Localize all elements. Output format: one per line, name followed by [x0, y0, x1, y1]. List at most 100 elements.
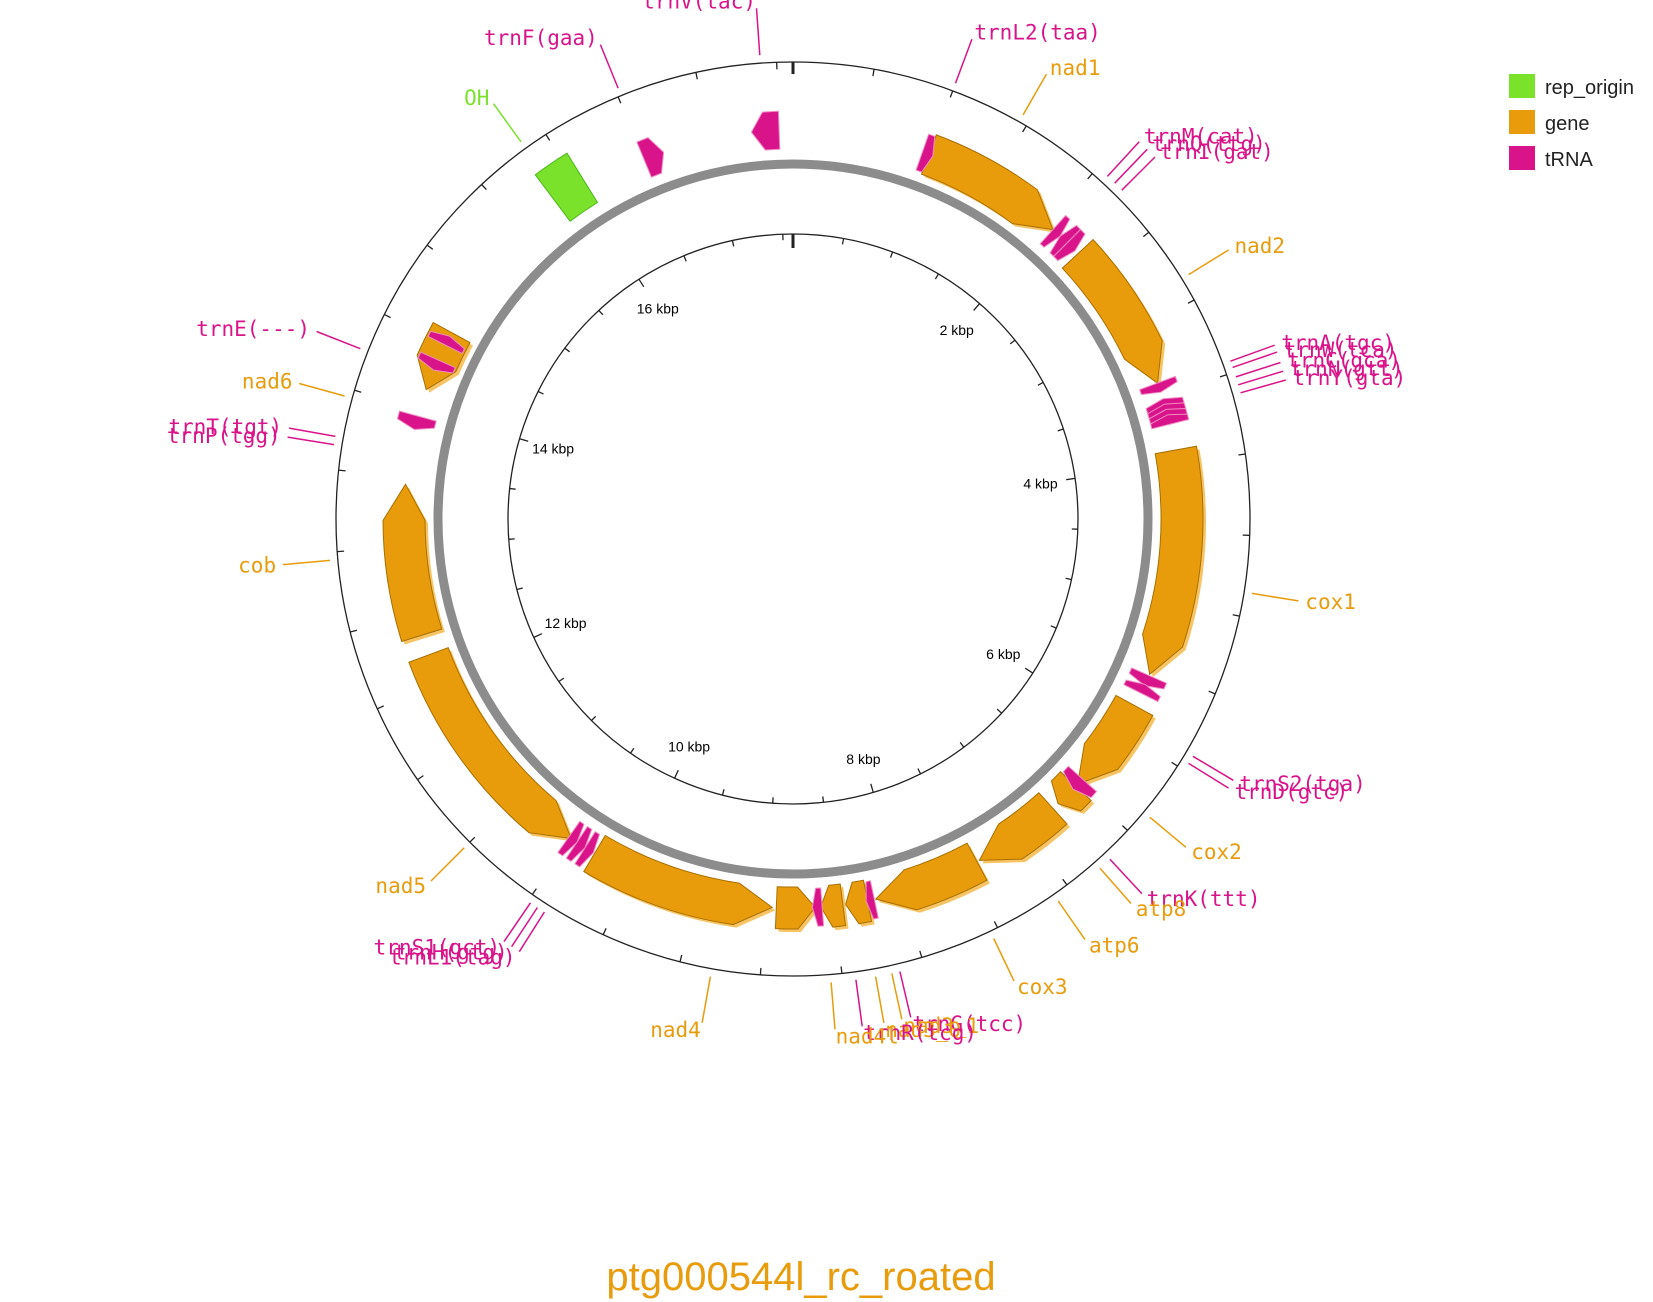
leader-line-nad4: [701, 976, 712, 1024]
trna-trnf-gaa: [636, 137, 665, 178]
leader-line-trnk-ttt: [1109, 858, 1143, 895]
trna-trnd-gtc: [1123, 679, 1161, 703]
kbp-label: 12 kbp: [545, 615, 587, 631]
feature-label-trnv-tac: trnV(tac): [642, 0, 756, 13]
leader-line-trns2-tga: [1192, 755, 1234, 781]
feature-label-trns2-tga: trnS2(tga): [1239, 772, 1365, 796]
leader-line-oh: [492, 103, 522, 143]
inner-tick: [519, 438, 529, 442]
legend-swatch-rep-origin: [1509, 74, 1535, 98]
outer-tick: [417, 775, 424, 781]
inner-tick: [558, 677, 565, 683]
gene-atp6: [978, 792, 1068, 861]
inner-tick: [1024, 667, 1034, 674]
feature-label-trnk-ttt: trnK(ttt): [1147, 887, 1261, 911]
kbp-label: 2 kbp: [940, 322, 974, 338]
feature-label-nad2: nad2: [1235, 234, 1286, 258]
leader-line-trng-tcc: [899, 971, 912, 1018]
feature-label-trnn-gtt: trnN(gtt): [1290, 357, 1404, 381]
feature-label-atp8: atp8: [1136, 897, 1187, 921]
outer-tick: [426, 244, 434, 250]
feature-label-nad5: nad5: [375, 874, 426, 898]
kbp-label: 10 kbp: [668, 738, 710, 754]
leader-line-trnc-gca: [1235, 361, 1281, 378]
leader-line-cox2: [1149, 816, 1187, 848]
feature-label-trnm-cat: trnM(cat): [1144, 125, 1258, 149]
outer-tick: [1187, 299, 1195, 304]
feature-label-nad4l: nad4l: [836, 1024, 899, 1048]
inner-tick: [683, 255, 687, 262]
feature-label-cox1: cox1: [1305, 590, 1356, 614]
trna-trne: [396, 410, 437, 431]
leader-line-trnv-tac: [755, 8, 761, 56]
inner-tick: [1057, 428, 1064, 432]
leader-line-trny-gta: [1240, 379, 1287, 394]
inner-tick: [564, 347, 570, 353]
leader-line-nad6: [299, 382, 345, 397]
trna-trng-tcc: [865, 880, 879, 920]
inner-tick: [889, 251, 894, 258]
gene-nad5: [408, 646, 572, 840]
leader-line-trnh-gtg: [510, 907, 539, 948]
feature-label-trne: trnE(---): [196, 317, 310, 341]
inner-tick: [1050, 625, 1057, 629]
feature-label-trnf-gaa: trnF(gaa): [484, 26, 598, 50]
outer-tick: [1219, 374, 1227, 378]
legend-swatch-gene: [1509, 110, 1535, 134]
leader-line-trne: [316, 330, 361, 350]
feature-label-cox3: cox3: [1017, 975, 1068, 999]
gene-nad3-0: [820, 883, 847, 928]
leader-line-nad1: [1022, 73, 1048, 116]
inner-tick: [996, 708, 1003, 714]
inner-tick: [870, 783, 874, 793]
inner-tick: [674, 769, 679, 779]
leader-line-atp8: [1099, 867, 1132, 904]
outer-tick: [531, 888, 537, 895]
leader-line-trni-gat: [1121, 156, 1156, 191]
leader-line-trnt-tgt: [288, 427, 336, 438]
backbone-ring: [433, 159, 1153, 879]
map-title: ptg000544l_rc_roated: [606, 1255, 995, 1299]
outer-tick: [338, 469, 346, 472]
feature-layer: [382, 110, 1207, 933]
inner-tick: [1009, 339, 1016, 345]
trna-trnk-ttt: [1062, 765, 1098, 799]
leader-line-cox1: [1251, 592, 1299, 602]
label-layer: trnV(tac)trnL2(taa)nad1trnM(cat)trnQ(ttg…: [167, 0, 1406, 1048]
inner-tick: [598, 309, 604, 316]
feature-label-trnw-tca: trnW(tca): [1284, 338, 1398, 362]
feature-label-trnl1-tag: trnL1(tag): [389, 946, 515, 970]
inner-tick: [533, 633, 543, 638]
legend-label: gene: [1545, 113, 1590, 135]
feature-label-trny-gta: trnY(gta): [1293, 366, 1407, 390]
leader-line-trnq-ttg: [1114, 148, 1148, 184]
gene-atp8: [1050, 770, 1092, 812]
trna-trny-gta: [1150, 413, 1190, 430]
outer-tick: [759, 967, 762, 975]
leader-line-trnr-tcg: [855, 979, 863, 1027]
gene-cox2: [1077, 694, 1154, 785]
rep-origin-oh: [534, 152, 599, 222]
outer-tick: [919, 950, 923, 958]
outer-tick: [679, 954, 683, 962]
outer-tick: [993, 921, 999, 928]
leader-line-trnl2-taa: [954, 39, 973, 84]
gene-nad1: [920, 134, 1054, 231]
outer-tick: [1062, 878, 1068, 886]
inner-tick: [638, 278, 645, 288]
leader-line-nad4l: [830, 982, 836, 1030]
inner-tick: [973, 303, 981, 311]
outer-tick: [377, 705, 384, 710]
outer-tick: [354, 389, 362, 393]
outer-tick: [949, 90, 954, 98]
inner-tick: [629, 747, 635, 754]
gene-nad4: [583, 834, 774, 926]
leader-line-trnf-gaa: [599, 44, 619, 89]
leader-line-trnn-gtt: [1237, 370, 1284, 386]
inner-tick: [822, 796, 825, 803]
inner-tick: [1065, 577, 1072, 581]
leader-line-nad3-1: [891, 973, 903, 1020]
feature-label-nad3-1: nad3_1: [903, 1014, 979, 1038]
outer-tick: [872, 69, 875, 77]
trna-trnv-tac: [750, 110, 781, 151]
